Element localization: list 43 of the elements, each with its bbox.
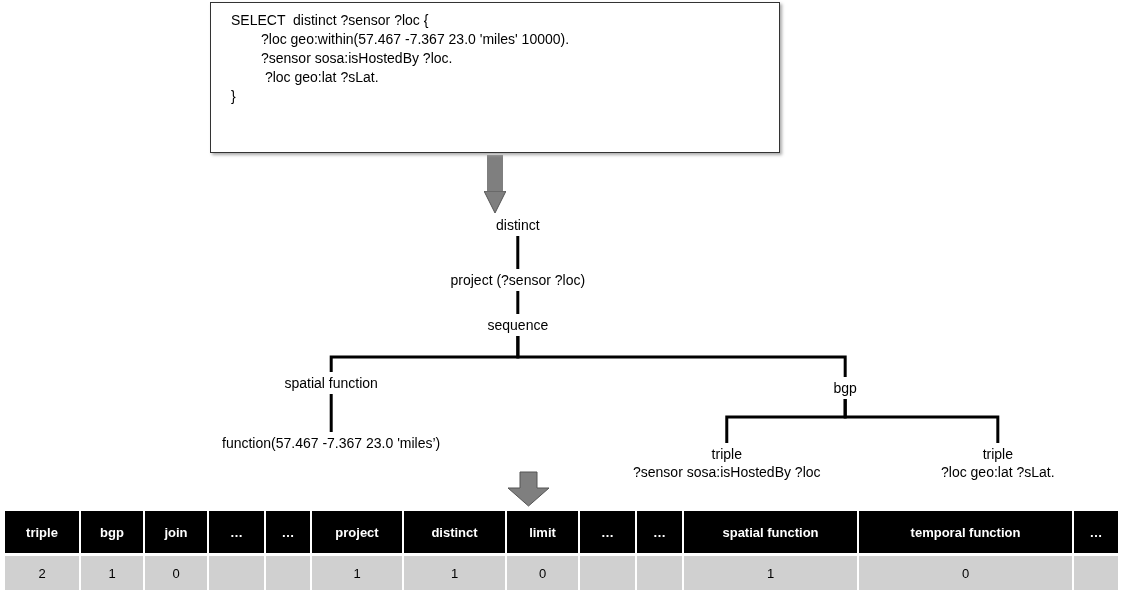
operator-label: triple xyxy=(981,445,1014,463)
operator-label: triple xyxy=(710,445,743,463)
tree-connector xyxy=(329,394,333,432)
table-cell: 1 xyxy=(81,556,145,590)
table-header-cell: distinct xyxy=(404,511,507,553)
table-header-cell: triple xyxy=(5,511,81,553)
table-header-cell: project xyxy=(312,511,404,553)
table-header-cell: limit xyxy=(507,511,580,553)
table-header-cell: … xyxy=(266,511,312,553)
query-line: } xyxy=(231,87,237,106)
tree-connector xyxy=(843,399,1000,443)
query-line: ?loc geo:lat ?sLat. xyxy=(263,68,380,87)
table-header-cell: … xyxy=(209,511,266,553)
tree-connector xyxy=(516,336,847,377)
table-cell: 0 xyxy=(859,556,1074,590)
query-line: ?loc geo:within(57.467 -7.367 23.0 'miles' 10000). xyxy=(260,30,571,49)
table-cell: 0 xyxy=(145,556,209,590)
operator-label: project (?sensor ?loc) xyxy=(450,271,586,289)
table-cell: 1 xyxy=(684,556,859,590)
table-header-cell: … xyxy=(580,511,637,553)
operator-label: sequence xyxy=(487,316,549,334)
triple-pattern: ?sensor sosa:isHostedBy ?loc xyxy=(633,463,821,481)
query-line: ?sensor sosa:isHostedBy ?loc. xyxy=(260,49,454,68)
table-header-cell: join xyxy=(145,511,209,553)
block-arrow xyxy=(483,155,507,214)
table-header-cell: … xyxy=(637,511,684,553)
table-header-cell: spatial function xyxy=(684,511,859,553)
table-header-cell: … xyxy=(1074,511,1120,553)
operator-label: function(57.467 -7.367 23.0 'miles’) xyxy=(222,434,441,452)
query-line: SELECT distinct ?sensor ?loc { xyxy=(231,11,430,30)
tree-connector xyxy=(516,291,520,314)
table-header-cell: temporal function xyxy=(859,511,1074,553)
query-box xyxy=(210,2,780,153)
table-cell: 1 xyxy=(404,556,507,590)
table-header-cell: bgp xyxy=(81,511,145,553)
triple-pattern: ?loc geo:lat ?sLat. xyxy=(941,463,1055,481)
operator-label: bgp xyxy=(833,379,857,397)
operator-label: distinct xyxy=(496,216,540,234)
operator-label: spatial function xyxy=(284,374,378,392)
table-cell: 0 xyxy=(507,556,580,590)
table-cell: 2 xyxy=(5,556,81,590)
table-cell: 1 xyxy=(312,556,404,590)
tree-connector xyxy=(516,236,520,269)
